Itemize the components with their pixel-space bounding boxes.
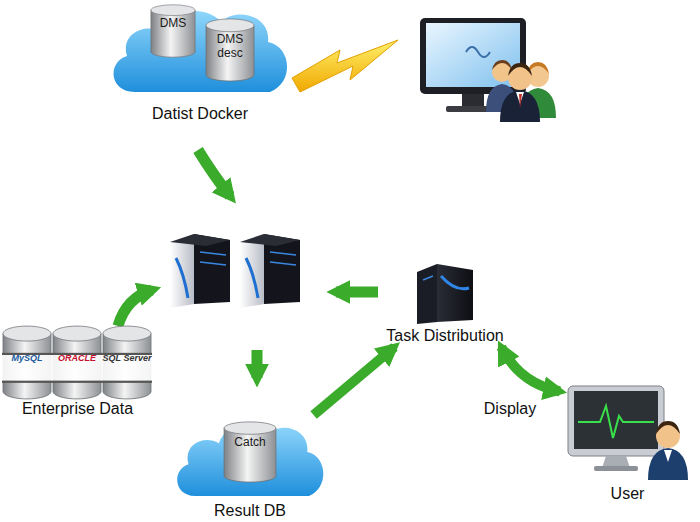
icon-part [492, 60, 512, 70]
database-cylinder: DMS desc [205, 18, 255, 82]
database-cylinder: MySQL [2, 325, 52, 400]
icon-part [578, 406, 654, 438]
cylinder-body [53, 334, 101, 399]
database-cylinder: ORACLE [52, 325, 102, 400]
icon-part [648, 448, 688, 480]
icon-part [170, 234, 230, 246]
server-icon [240, 234, 300, 308]
database-cylinder: Catch [223, 421, 277, 483]
database-cylinder: DMS [150, 4, 196, 58]
node-caption: User [540, 485, 700, 503]
icon-part [594, 466, 638, 471]
cylinder-top [206, 19, 254, 32]
cloud-node: Result DBCatch [170, 415, 330, 522]
cloud-shape [177, 425, 323, 496]
user-node: User [560, 380, 695, 505]
edge-label: Display [470, 400, 550, 418]
icon-part [656, 421, 680, 434]
icon-part [170, 234, 194, 308]
cylinder-top [53, 326, 101, 341]
node-outline [105, 0, 295, 100]
node-label: DMS [150, 17, 196, 30]
node-caption: Task Distribution [365, 327, 525, 345]
icon-part [176, 258, 188, 298]
icon-part [240, 234, 300, 246]
node-caption: Result DB [150, 502, 350, 520]
node-caption: Datist Docker [85, 105, 315, 123]
icon-part [466, 47, 490, 57]
icon-part [240, 234, 264, 308]
icon-part [519, 94, 522, 108]
flow-arrow [252, 350, 263, 378]
user-person [648, 421, 688, 480]
server-node: Task Distribution [385, 262, 505, 347]
user-monitor [568, 386, 664, 471]
flow-arrow [118, 290, 152, 326]
icon-part [508, 63, 532, 76]
icon-part [200, 252, 226, 265]
people-icon [486, 60, 556, 122]
cylinder-top [3, 326, 51, 341]
database-cylinder: SQL Server [102, 325, 152, 400]
node-outline [223, 421, 277, 483]
icon-part [462, 94, 484, 108]
lightning-bolt [292, 40, 398, 92]
cylinder-body [206, 25, 254, 81]
icon-part [568, 386, 664, 456]
node-outline [385, 262, 505, 324]
node-label: MySQL [2, 354, 52, 364]
node-outline [150, 4, 196, 58]
icon-part [2, 381, 52, 383]
cloud-node: Datist DockerDMSDMS desc [105, 0, 295, 125]
cylinder-top [103, 326, 151, 341]
node-label: Catch [223, 436, 277, 449]
icon-part [246, 258, 258, 298]
cloud-shape [114, 11, 288, 92]
server-front [437, 264, 473, 322]
cylinder-body [3, 334, 51, 399]
icon-part [500, 90, 540, 122]
node-outline [560, 380, 695, 480]
icon-part [664, 450, 672, 462]
icon-part [426, 23, 520, 87]
icon-part [52, 381, 102, 383]
cylinder-top [151, 5, 195, 16]
icon-part [574, 391, 658, 449]
icon-part [102, 381, 152, 383]
flow-arrow [314, 347, 395, 415]
cylinder-body [151, 10, 195, 57]
node-label: ORACLE [52, 354, 102, 364]
node-label: SQL Server [102, 354, 152, 364]
cylinder-body [103, 334, 151, 399]
server-side [417, 264, 437, 324]
server-light [423, 276, 433, 280]
flow-arrow [198, 150, 230, 196]
flow-arrow [501, 347, 560, 391]
cylinder-top [224, 422, 276, 434]
server-light [441, 276, 469, 289]
group-label: Enterprise Data [0, 400, 155, 418]
server-icon [170, 234, 230, 308]
icon-part [417, 264, 473, 324]
flow-arrow [336, 287, 378, 298]
icon-part [270, 252, 296, 265]
node-label: DMS desc [205, 33, 255, 59]
